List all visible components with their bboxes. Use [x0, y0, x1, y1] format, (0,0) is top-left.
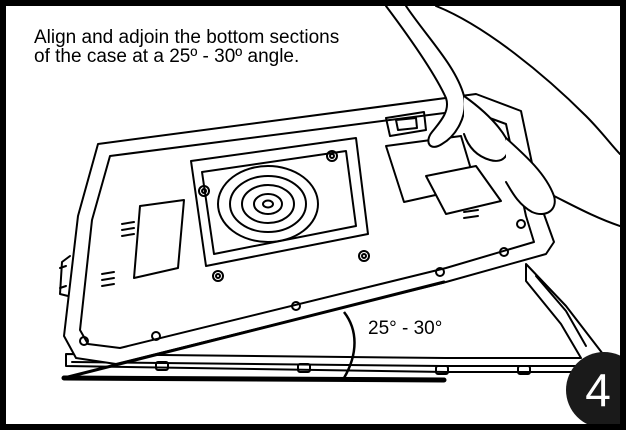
angle-arc — [342, 311, 356, 379]
center-mount — [217, 165, 319, 243]
instruction-text: Align and adjoin the bottom sections of … — [34, 27, 340, 67]
top-case-section — [59, 93, 555, 365]
angle-label: 25° - 30° — [368, 318, 443, 339]
hand-illustration — [385, 6, 620, 227]
step-number-badge: 4 — [566, 352, 620, 424]
angle-lines — [61, 280, 447, 383]
screw-holes — [79, 150, 526, 346]
case-assembly-illustration — [59, 6, 620, 383]
